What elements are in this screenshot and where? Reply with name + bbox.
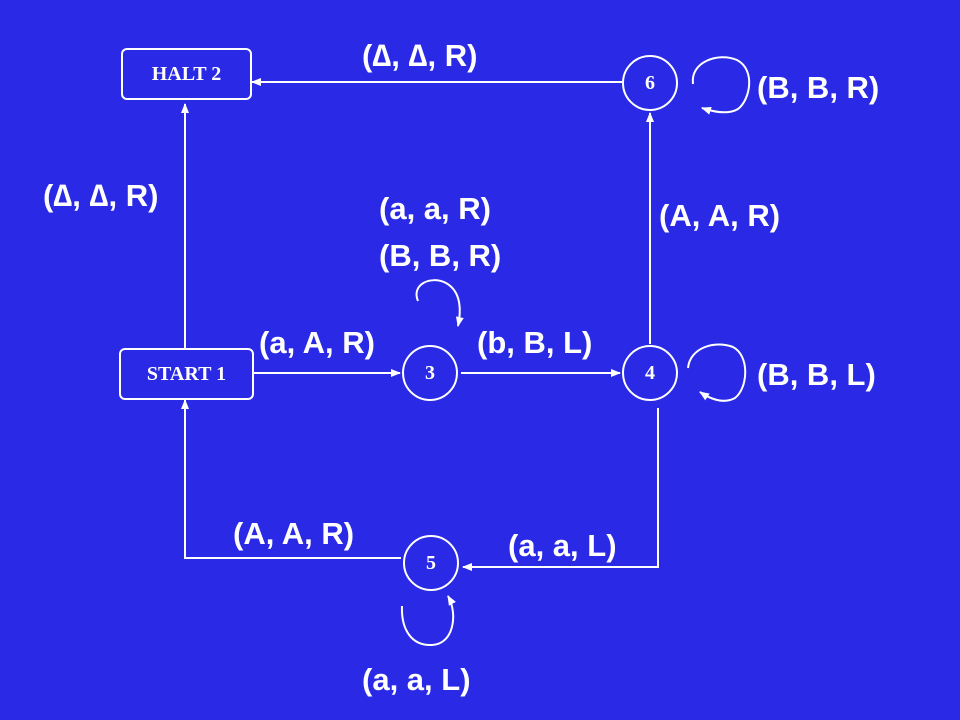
state-s3: 3 (402, 345, 458, 401)
state-s6: 6 (622, 55, 678, 111)
label-s6-to-halt2: (∆, ∆, R) (362, 38, 478, 73)
label-s4-to-s6: (A, A, R) (659, 198, 781, 233)
label-s5-loop: (a, a, L) (362, 662, 471, 697)
label-s5-to-start1: (A, A, R) (233, 516, 355, 551)
label-s3-loop-2: (B, B, R) (379, 238, 502, 273)
loop-s5 (400, 595, 456, 647)
state-start1: START 1 (119, 348, 254, 400)
loop-s4 (687, 343, 747, 402)
state-s5: 5 (403, 535, 459, 591)
edge-s5-to-start1 (181, 399, 401, 559)
label-s3-to-s4: (b, B, L) (477, 325, 593, 360)
label-s4-to-s5: (a, a, L) (508, 528, 617, 563)
label-start1-to-halt2: (∆, ∆, R) (43, 178, 159, 213)
label-s6-loop: (B, B, R) (757, 70, 880, 105)
edge-s4-to-s5 (462, 408, 659, 571)
label-s3-loop-1: (a, a, R) (379, 191, 491, 226)
loop-s6 (691, 56, 751, 115)
loop-s3 (415, 279, 464, 327)
label-start1-to-s3: (a, A, R) (259, 325, 375, 360)
label-s4-loop: (B, B, L) (757, 357, 876, 392)
state-s4: 4 (622, 345, 678, 401)
state-halt2: HALT 2 (121, 48, 252, 100)
